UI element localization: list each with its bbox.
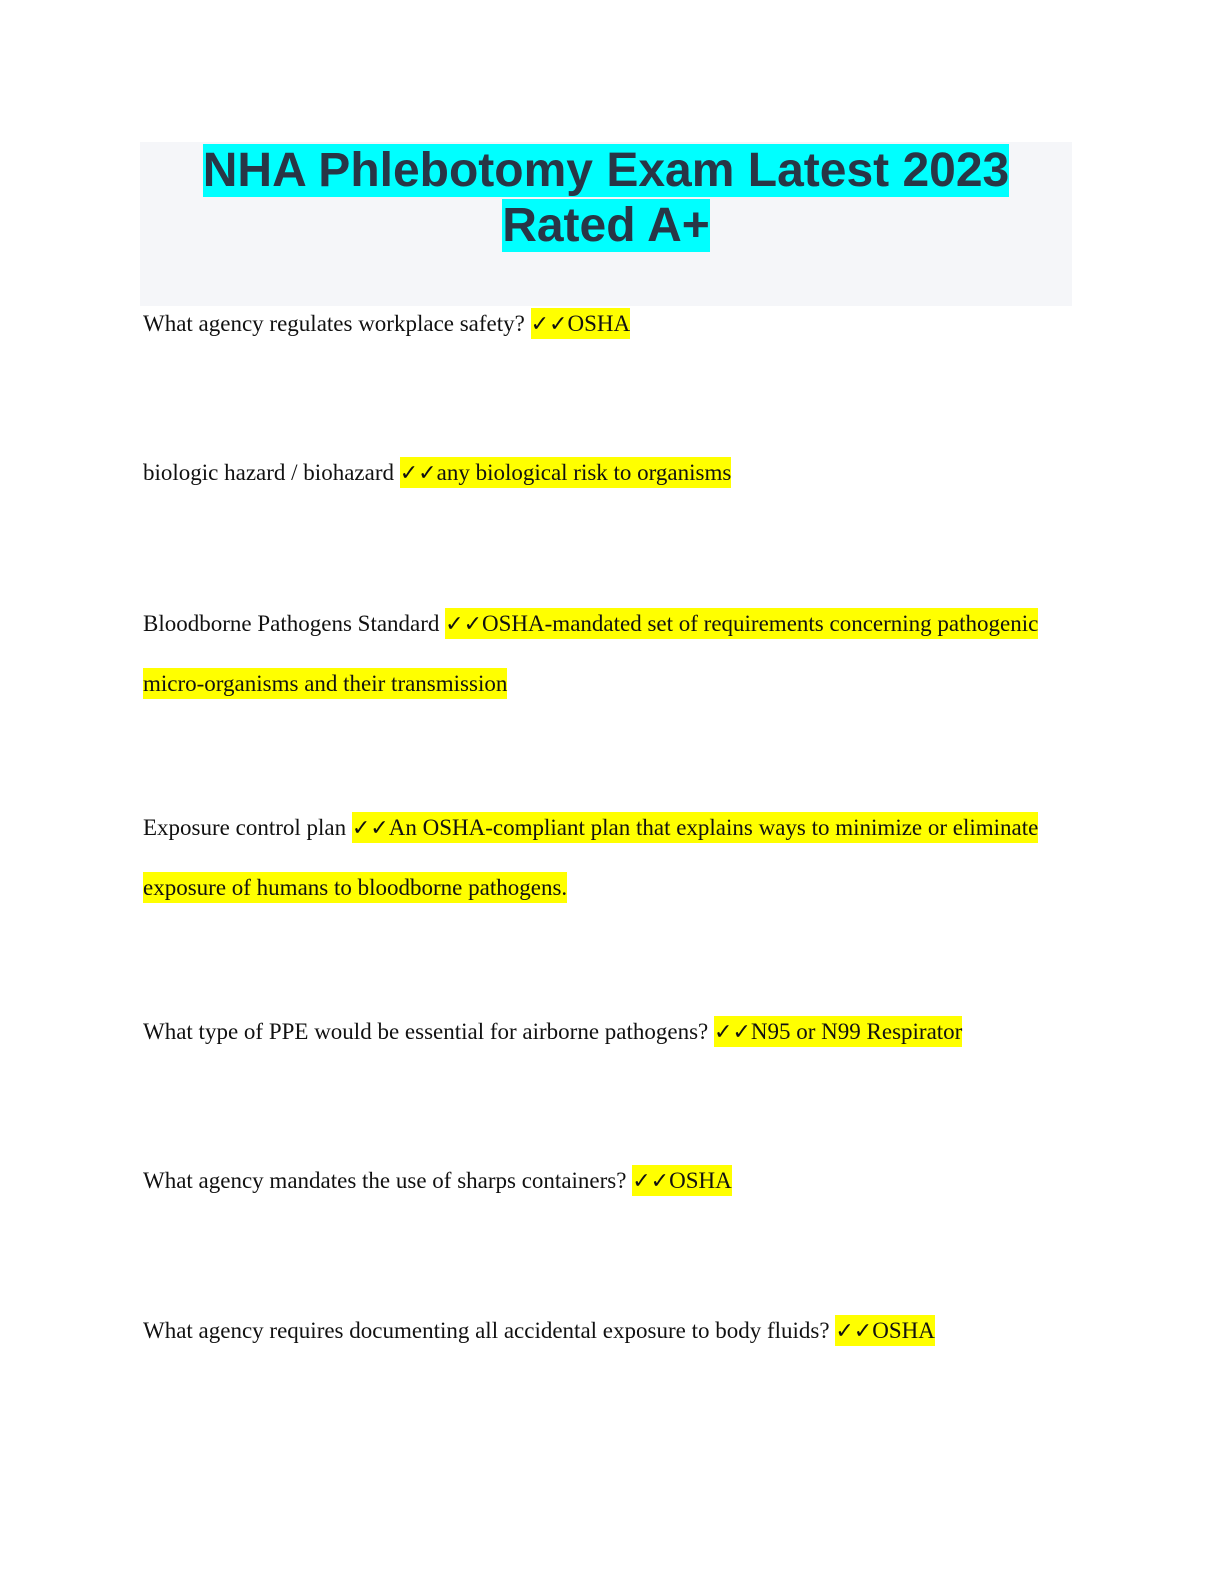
qa-item: biologic hazard / biohazard ✓✓any biolog…: [143, 443, 1073, 503]
qa-item: What type of PPE would be essential for …: [143, 1002, 1073, 1062]
double-check-icon: ✓✓: [399, 461, 437, 486]
answer-text: An OSHA-compliant plan that explains way…: [143, 815, 1039, 900]
answer-highlight: ✓✓OSHA: [632, 1165, 732, 1196]
question-text: What agency regulates workplace safety?: [143, 311, 525, 336]
answer-text: OSHA: [567, 311, 631, 336]
double-check-icon: ✓✓: [351, 816, 389, 841]
answer-text: OSHA: [669, 1168, 732, 1193]
double-check-icon: ✓✓: [530, 312, 568, 337]
answer-text: OSHA-mandated set of requirements concer…: [143, 611, 1039, 696]
qa-item: Bloodborne Pathogens Standard ✓✓OSHA-man…: [143, 594, 1073, 713]
question-text: What agency mandates the use of sharps c…: [143, 1168, 627, 1193]
answer-highlight: ✓✓N95 or N99 Respirator: [714, 1016, 963, 1047]
question-text: Exposure control plan: [143, 815, 347, 840]
double-check-icon: ✓✓: [632, 1169, 670, 1194]
question-text: Bloodborne Pathogens Standard: [143, 611, 440, 636]
qa-item: Exposure control plan ✓✓An OSHA-complian…: [143, 798, 1073, 917]
title-block: NHA Phlebotomy Exam Latest 2023 Rated A+: [140, 142, 1072, 306]
qa-item: What agency requires documenting all acc…: [143, 1301, 1073, 1361]
qa-item: What agency regulates workplace safety? …: [143, 294, 1073, 354]
answer-highlight: ✓✓OSHA: [530, 308, 631, 339]
answer-highlight: ✓✓OSHA: [835, 1315, 935, 1346]
double-check-icon: ✓✓: [445, 612, 483, 637]
answer-highlight: ✓✓any biological risk to organisms: [399, 457, 732, 488]
double-check-icon: ✓✓: [835, 1319, 873, 1344]
question-text: What agency requires documenting all acc…: [143, 1318, 830, 1343]
answer-text: N95 or N99 Respirator: [750, 1019, 963, 1044]
question-text: biologic hazard / biohazard: [143, 460, 394, 485]
answer-text: OSHA: [872, 1318, 935, 1343]
question-text: What type of PPE would be essential for …: [143, 1019, 709, 1044]
document-title: NHA Phlebotomy Exam Latest 2023 Rated A+: [202, 144, 1010, 252]
qa-item: What agency mandates the use of sharps c…: [143, 1151, 1073, 1211]
answer-text: any biological risk to organisms: [436, 460, 732, 485]
double-check-icon: ✓✓: [714, 1020, 751, 1045]
